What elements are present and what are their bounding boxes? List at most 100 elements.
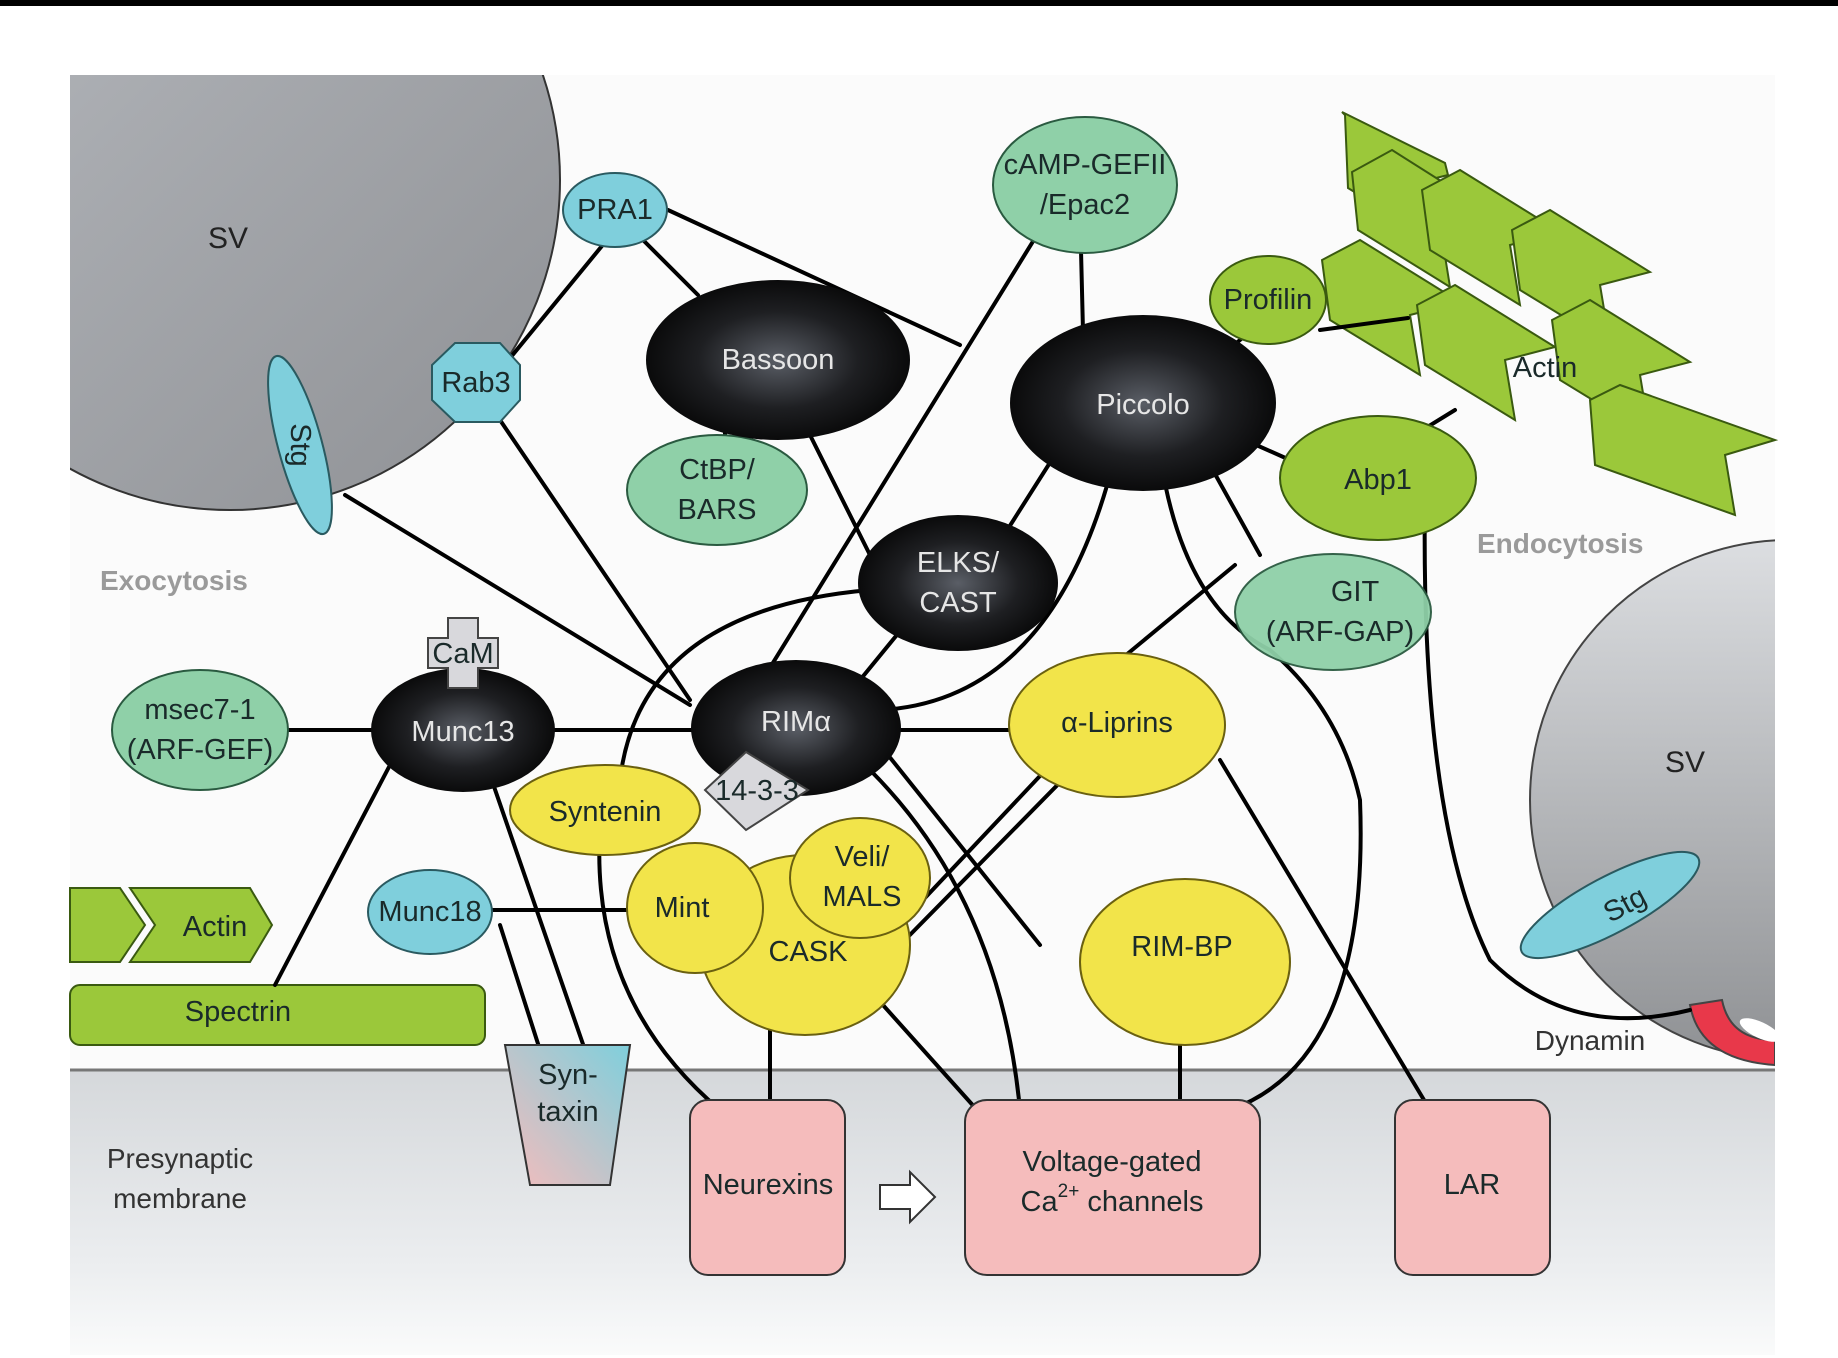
spectrin-label: Spectrin (185, 996, 291, 1028)
rim-bp-node (1079, 878, 1291, 1046)
ctbp-label-line2: BARS (678, 494, 757, 526)
abp1-label: Abp1 (1344, 464, 1412, 496)
piccolo-node (1010, 315, 1276, 491)
vgcc-label-line2: Ca2+ channels (1021, 1181, 1204, 1218)
stg-right-node (1519, 850, 1701, 960)
vgcc-label-channels: channels (1079, 1186, 1203, 1218)
cask-label: CASK (769, 936, 849, 968)
cam-node (427, 617, 499, 689)
camp-label-line1: cAMP-GEFII (1004, 149, 1167, 181)
neurexins-box (689, 1099, 846, 1276)
msec7-1-node (111, 669, 289, 791)
edge-munc13-syntaxin (488, 773, 587, 1052)
vgcc-box (964, 1099, 1261, 1276)
sv-left-label: SV (208, 222, 248, 255)
edge-rim-vgcc (868, 768, 1022, 1112)
actin-left-label: Actin (183, 911, 247, 943)
profilin-label: Profilin (1224, 284, 1313, 316)
right-arrow-icon (879, 1169, 937, 1225)
edge-rab3-rim (498, 418, 692, 702)
rab3-node (431, 342, 521, 423)
edge-elks-syntenin (618, 588, 872, 782)
ctbp-bars-node (626, 434, 808, 546)
edge-stg-rim (343, 493, 692, 707)
endocytosis-label: Endocytosis (1477, 528, 1643, 559)
bassoon-node (646, 280, 910, 440)
dynamin-gap (1739, 1018, 1775, 1042)
vgcc-label-charge: 2+ (1058, 1181, 1080, 1202)
actin-filament-top (1320, 111, 1779, 517)
cam-label: CaM (432, 638, 493, 670)
elks-cast-node (858, 515, 1058, 651)
munc13-node (371, 668, 555, 792)
edge-abp1-dynamin (1422, 493, 1692, 1021)
stg-left-label: Stg (284, 423, 316, 467)
edge-rim-rimbp (886, 753, 1042, 947)
piccolo-label: Piccolo (1096, 389, 1190, 421)
liprins-node (1008, 652, 1226, 798)
elks-label-line2: CAST (919, 587, 997, 619)
abp1-node (1279, 415, 1477, 541)
syntenin-label: Syntenin (549, 796, 662, 828)
top-border (0, 0, 1838, 6)
syntenin-node (509, 764, 701, 856)
bassoon-label: Bassoon (722, 344, 835, 376)
membrane-label-line1: Presynaptic (107, 1143, 253, 1174)
stg-left-node (267, 354, 333, 536)
ctbp-label-line1: CtBP/ (679, 454, 756, 486)
edge-bassoon-elks (803, 423, 882, 577)
git-label-line1: GIT (1331, 576, 1380, 608)
syntaxin-label-line1: Syn- (538, 1059, 598, 1091)
vgcc-label-line1: Voltage-gated (1023, 1146, 1202, 1178)
pra1-node (562, 172, 668, 248)
rab3-label: Rab3 (441, 367, 510, 399)
camp-label-line2: /Epac2 (1040, 189, 1130, 221)
edge-munc18-syntaxin (498, 923, 542, 1052)
vgcc-label-ca: Ca (1021, 1186, 1059, 1218)
msec-label-line1: msec7-1 (144, 694, 255, 726)
lar-box (1394, 1099, 1551, 1276)
edge-syntenin-neurexins (597, 828, 722, 1112)
msec-label-line2: (ARF-GEF) (127, 734, 274, 766)
edge-liprins-lar (1218, 758, 1432, 1112)
14-3-3-node (703, 750, 810, 832)
rim-alpha-label: RIMα (761, 706, 831, 738)
lar-label: LAR (1444, 1169, 1500, 1201)
veli-mals-node (789, 817, 931, 939)
rim-bp-label: RIM-BP (1131, 931, 1233, 963)
munc18-node (367, 869, 493, 955)
edge-profilin-actin (1318, 316, 1410, 332)
camp-gefii-epac2-node (992, 116, 1178, 254)
edge-pra1-piccolo (666, 208, 962, 347)
elks-label-line1: ELKS/ (917, 547, 1000, 579)
membrane-label-line2: membrane (113, 1183, 247, 1214)
edge-pra1-bassoon (636, 233, 700, 297)
edge-liprins-cask (898, 758, 1084, 947)
veli-label-line2: MALS (823, 881, 902, 913)
git-node (1234, 553, 1432, 671)
spectrin-bar (69, 984, 486, 1046)
liprins-label: α-Liprins (1061, 707, 1173, 739)
edge-camp-rim (748, 228, 1042, 702)
exocytosis-label: Exocytosis (100, 565, 248, 596)
edge-munc13-spectrin (273, 763, 392, 987)
munc18-label: Munc18 (378, 896, 481, 928)
edge-piccolo-vgcc (1153, 408, 1363, 1112)
neurexins-label: Neurexins (703, 1169, 834, 1201)
actin-filament-left (69, 887, 274, 963)
actin-top-label: Actin (1513, 352, 1577, 384)
mint-label: Mint (655, 892, 710, 924)
mint-node (626, 842, 764, 974)
profilin-node (1209, 255, 1327, 345)
veli-label-line1: Veli/ (835, 841, 891, 873)
dynamin-ring (1688, 998, 1775, 1067)
syntaxin-shape (503, 1044, 632, 1186)
sv-right-label: SV (1665, 746, 1705, 779)
dynamin-label: Dynamin (1535, 1025, 1645, 1056)
munc13-label: Munc13 (411, 716, 514, 748)
14-3-3-label: 14-3-3 (715, 775, 799, 807)
syntaxin-label-line2: taxin (537, 1096, 598, 1128)
pra1-label: PRA1 (577, 194, 653, 226)
git-label-line2: (ARF-GAP) (1266, 616, 1414, 648)
